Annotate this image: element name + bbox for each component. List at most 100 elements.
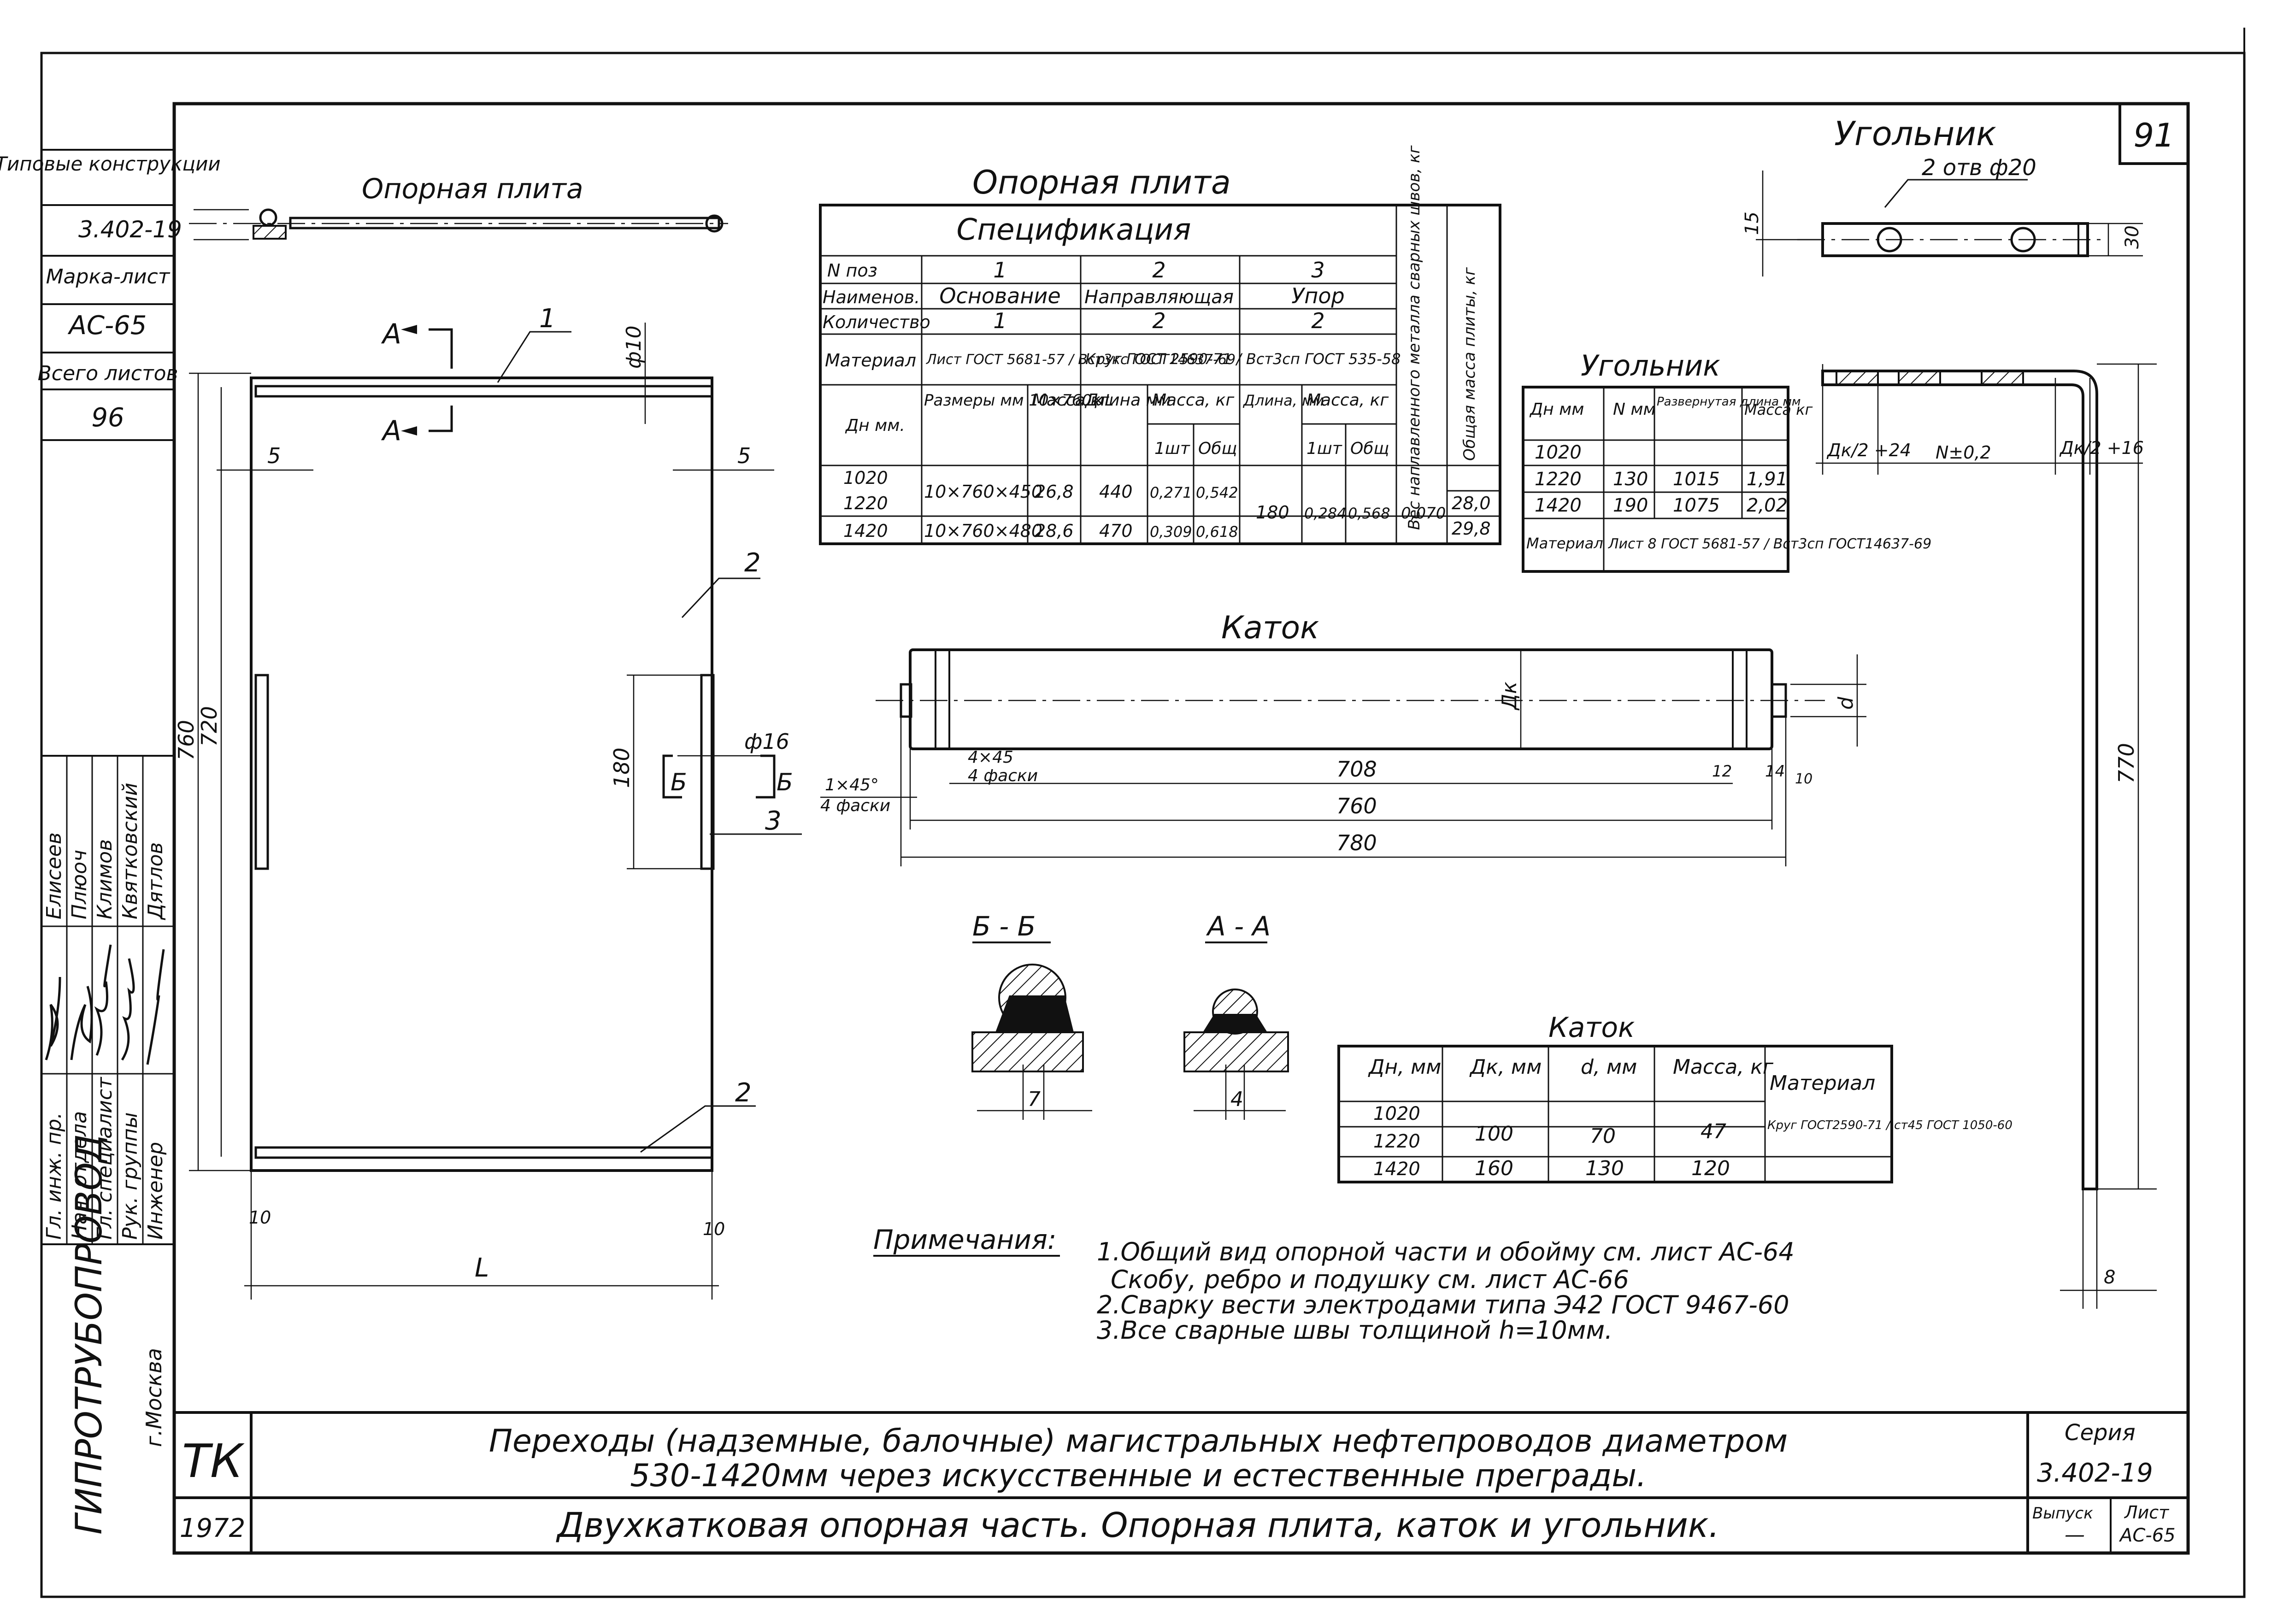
spec-size-a: 10×760×450 [924,482,1042,502]
spec-qty-3: 2 [1311,308,1324,333]
callout-2-bottom: 2 [735,1078,752,1108]
angle-r1-n: 130 [1613,469,1648,490]
spec-title: Спецификация [957,213,1191,247]
left-series: 3.402-19 [78,216,182,243]
note-1: 1.Общий вид опорной части и обойму см. л… [1097,1237,1795,1266]
note-3: 3.Все сварные швы толщиной h=10мм. [1097,1316,1612,1345]
dim-5-right: 5 [737,443,751,468]
angle-holes: 2 отв ф20 [1922,155,2036,181]
roller-dn-1020: 1020 [1373,1103,1420,1124]
dim-dk-left: Дк/2 +24 [1826,440,1911,460]
city: г.Москва [141,1348,166,1447]
dim-10: 10 [1795,771,1812,787]
spec-m2-one-a: 0,271 [1150,484,1192,501]
sheet-number-box: 91 [2118,102,2189,165]
base-plate [250,377,713,1172]
stop-right [700,674,715,870]
spec-row-mat: Материал [825,350,916,371]
spec-len3: 180 [1256,502,1289,523]
spec-col-total: Общая масса плиты, кг [1460,267,1479,461]
spec-name-2: Направляющая [1084,287,1234,308]
dim-30: 30 [2122,225,2143,249]
spec-sub-mass: Масса кг [1032,391,1110,410]
dim-L: L [475,1253,489,1283]
angle-h-len: Развернутая длина мм [1657,395,1801,409]
inner-frame [172,102,2190,1555]
spec-m3-tot: 0,568 [1348,505,1390,522]
project-line-1: Переходы (надземные, балочные) магистрал… [489,1423,1788,1459]
dim-12: 12 [1712,762,1732,781]
roller-d-b: 130 [1585,1157,1624,1180]
roller-h-dn: Дн, мм [1368,1055,1442,1079]
spec-pos-3: 3 [1311,258,1324,282]
spec-size-b: 10×760×480 [924,521,1042,541]
series-value: 3.402-19 [2037,1458,2153,1488]
spec-row-pos: N поз [827,260,877,281]
section-aa-label: А - А [1206,911,1271,942]
section-b-right: Б [777,769,793,796]
spec-sub-tot3: Общ [1350,439,1389,458]
left-strip: Типовые конструкции 3.402-19 Марка-лист … [0,149,221,1535]
signatures [45,944,165,1065]
angle-table: Угольник Дн мм N мм Развернутая длина мм… [1522,349,1931,573]
series-label: Серия [2065,1420,2136,1446]
section-a-top: А [381,318,401,350]
callout-1-guide: 1 [539,304,556,334]
dim-708: 708 [1336,757,1377,782]
spec-sub-mass2: Масса, кг [1152,391,1235,410]
spec-heading: Опорная плита [972,164,1231,201]
dim-180: 180 [609,747,634,788]
title-block: ТК 1972 Переходы (надземные, балочные) м… [174,1411,2188,1553]
angle-r2-len: 1075 [1673,495,1720,516]
chamfer-small: 4×45 [968,748,1013,767]
dim-8: 8 [2104,1267,2115,1288]
spec-sub-size: Размеры мм 10×760×L [924,391,1113,410]
callout-plate: 2 [744,548,761,578]
spec-row-name: Наименов. [823,287,920,307]
plate-side-view: Опорная плита [189,173,728,241]
spec-material-23: Круг ГОСТ 2590-71 / Вст3сп ГОСТ 535-58 [1085,350,1401,368]
spec-qty-2: 2 [1152,308,1165,333]
mark-sheet-label: Марка-лист [46,265,171,288]
angle-r2-mass: 2,02 [1747,495,1788,516]
spec-sub-tot2: Общ [1198,439,1237,458]
dim-5-left: 5 [267,443,281,468]
sheet-value: АС-65 [2118,1525,2176,1546]
angle-r1-dn: 1220 [1535,469,1582,490]
spec-table: Опорная плита Спецификация N п [819,145,1501,545]
note-1b: Скобу, ребро и подушку см. лист АС-66 [1111,1265,1629,1294]
dim-10-right: 10 [703,1219,725,1239]
dim-d10: ф10 [622,325,646,369]
spec-material-1: Лист ГОСТ 5681-57 / Вст3кс ГОСТ14637-69 [926,352,1236,368]
roller-h-mass: Масса, кг [1673,1055,1774,1079]
spec-len2-a: 440 [1099,482,1133,502]
guide-bottom [254,1146,713,1159]
roller-m-b: 120 [1691,1157,1730,1180]
angle-r1-len: 1015 [1673,469,1720,490]
sheet-label: Лист [2124,1502,2170,1523]
spec-m2-one-b: 0,309 [1150,523,1192,541]
tk-mark: ТК [182,1434,245,1488]
spec-sub-dn: Дн мм. [845,416,905,435]
year: 1972 [180,1513,246,1543]
angle-h-mass: Масса кг [1744,401,1813,418]
dim-760-roller: 760 [1336,794,1377,818]
name-4: Дятлов [144,842,167,920]
angle-view-title: Угольник [1834,114,1996,153]
angle-material: Лист 8 ГОСТ 5681-57 / Вст3сп ГОСТ14637-6… [1608,536,1931,552]
section-b-left: Б [671,769,687,796]
roller-dk: Дк [1498,682,1521,711]
callout-3: 3 [765,806,782,836]
angle-h-dn: Дн мм [1529,400,1584,419]
note-2: 2.Сварку вести электродами типа Э42 ГОСТ… [1097,1290,1789,1319]
angle-h-n: N мм [1613,400,1656,419]
spec-sub-one2: 1шт [1154,439,1190,458]
roller-h-d: d, мм [1581,1055,1637,1079]
spec-sub-len3: Длина, мм [1242,392,1324,409]
stop-left [254,674,269,870]
angle-material-label: Материал [1526,535,1603,552]
total-sheets-label: Всего листов [38,362,178,385]
dim-720: 720 [197,706,222,747]
section-bb: Б - Б 7 [971,911,1092,1120]
guide-top [254,385,713,398]
